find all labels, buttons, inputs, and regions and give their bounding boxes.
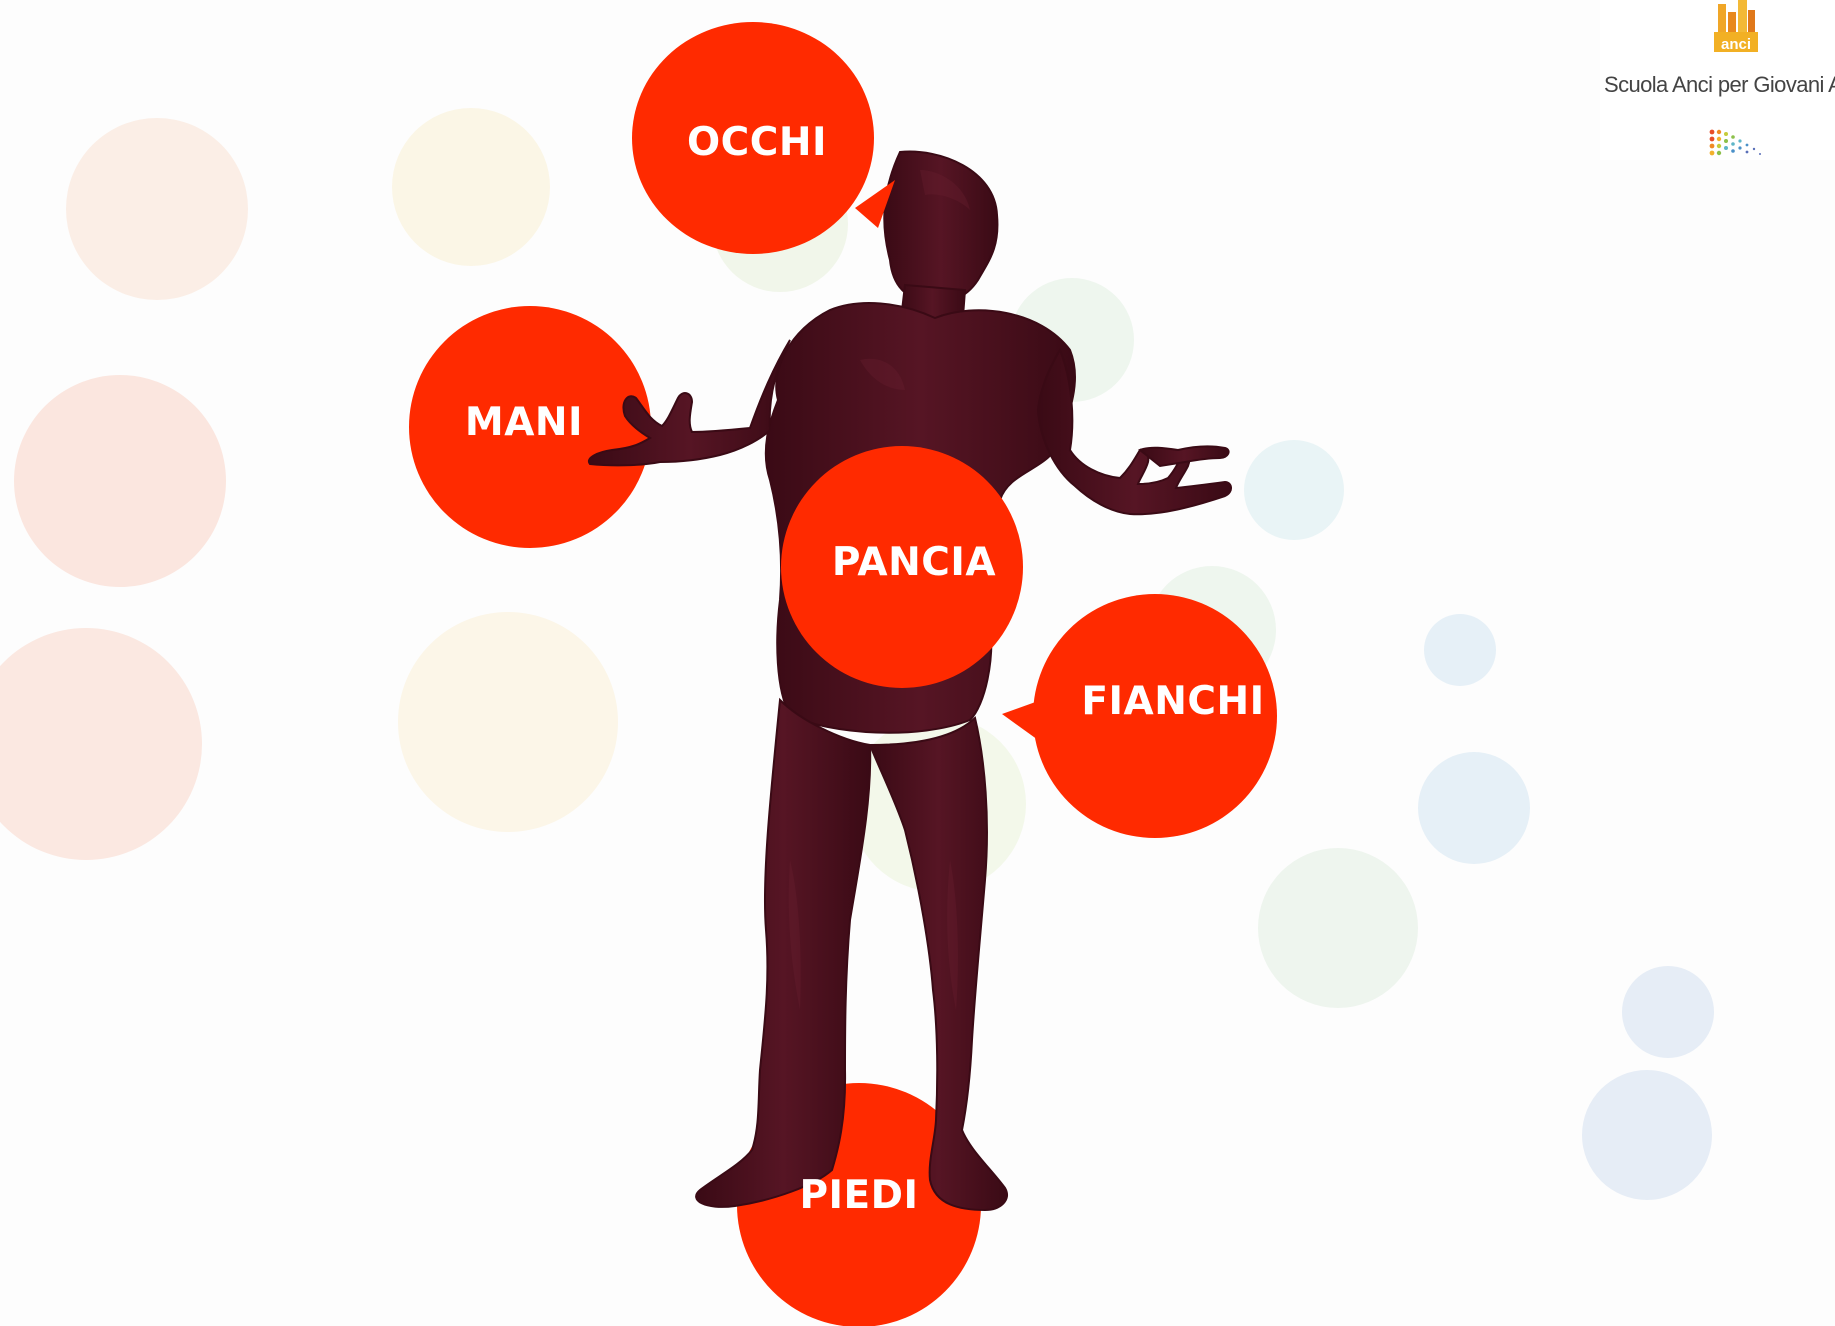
bubble-label-fianchi: FIANCHI (1081, 679, 1264, 724)
anci-school-logo: anci Scuola Anci per Giovani Amministrat… (1600, 0, 1835, 160)
bubble-fianchi[interactable]: FIANCHI (1033, 594, 1277, 838)
bubble-occhi[interactable]: OCCHI (632, 22, 874, 254)
anci-building-icon: anci (1708, 0, 1762, 54)
bubble-pancia[interactable]: PANCIA (781, 446, 1023, 688)
logo-caption: Scuola Anci per Giovani Amministratori (1604, 72, 1835, 98)
bubble-label-occhi: OCCHI (687, 120, 827, 165)
colored-dots-icon (1708, 128, 1784, 158)
bubble-label-piedi: PIEDI (799, 1173, 918, 1218)
svg-text:anci: anci (1721, 36, 1751, 53)
bubble-label-pancia: PANCIA (832, 540, 996, 585)
bubble-label-mani: MANI (465, 400, 583, 445)
